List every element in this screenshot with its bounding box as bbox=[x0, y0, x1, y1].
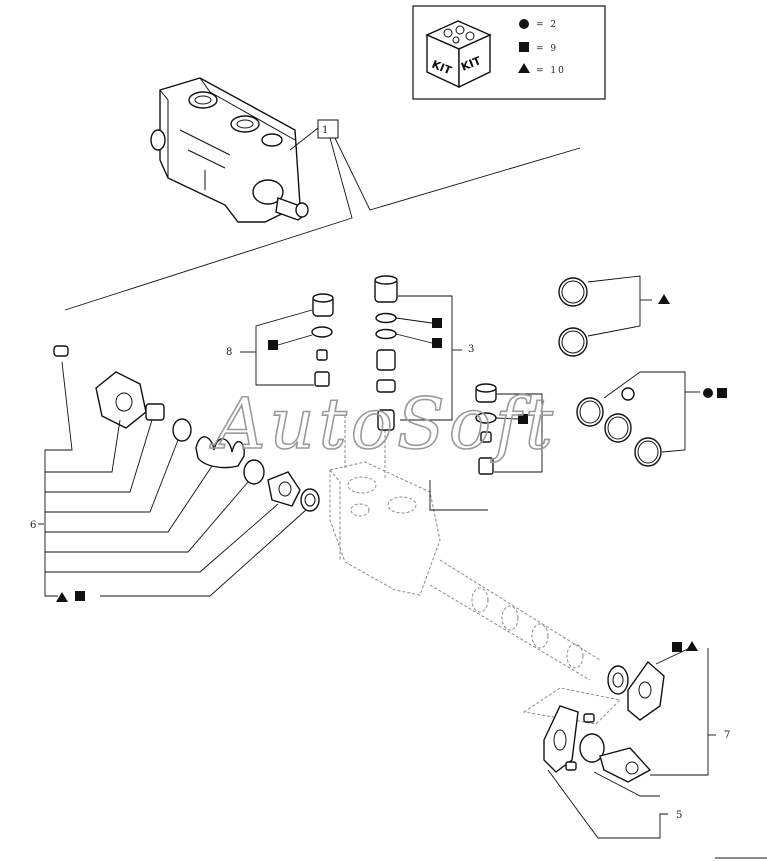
circle-symbol-icon bbox=[519, 19, 529, 29]
callout-1: 1 bbox=[322, 125, 328, 136]
callout-3: 3 bbox=[468, 344, 474, 355]
callout-8: 8 bbox=[226, 347, 232, 358]
spool-end-plate-parts bbox=[579, 660, 665, 783]
valve-section-assembly bbox=[150, 77, 309, 223]
legend-circle-count: = 2 bbox=[536, 20, 558, 30]
spool-end-cap-parts bbox=[53, 345, 320, 512]
callout-1-box bbox=[317, 119, 339, 139]
kit-square-marker bbox=[75, 591, 85, 601]
kit-legend: KIT KIT = 2 = 9 = 10 bbox=[412, 5, 606, 100]
cover-plate-parts bbox=[522, 687, 622, 773]
callout-5: 5 bbox=[676, 810, 682, 821]
kit-square-marker bbox=[268, 340, 278, 350]
kit-square-marker bbox=[717, 388, 727, 398]
kit-box-icon: KIT KIT bbox=[425, 20, 492, 89]
o-ring-set-middle bbox=[576, 387, 662, 467]
valve-body-ghost bbox=[329, 415, 601, 681]
kit-square-marker bbox=[432, 338, 442, 348]
relief-plug-stack bbox=[311, 293, 334, 387]
check-valve-stack bbox=[374, 275, 398, 431]
kit-square-marker bbox=[672, 642, 682, 652]
kit-triangle-marker bbox=[658, 294, 670, 304]
callout-6: 6 bbox=[30, 520, 36, 531]
o-ring-set-top bbox=[558, 277, 588, 357]
kit-square-marker bbox=[432, 318, 442, 328]
triangle-symbol-icon bbox=[518, 63, 530, 73]
legend-square-count: = 9 bbox=[536, 44, 558, 54]
kit-square-marker bbox=[518, 414, 528, 424]
watermark-text: AutoSoft bbox=[209, 383, 557, 465]
legend-triangle-count: = 10 bbox=[536, 66, 566, 76]
square-symbol-icon bbox=[519, 42, 529, 52]
kit-triangle-marker bbox=[56, 592, 68, 602]
kit-triangle-marker bbox=[686, 641, 698, 651]
kit-circle-marker bbox=[703, 388, 713, 398]
callout-7: 7 bbox=[724, 730, 730, 741]
